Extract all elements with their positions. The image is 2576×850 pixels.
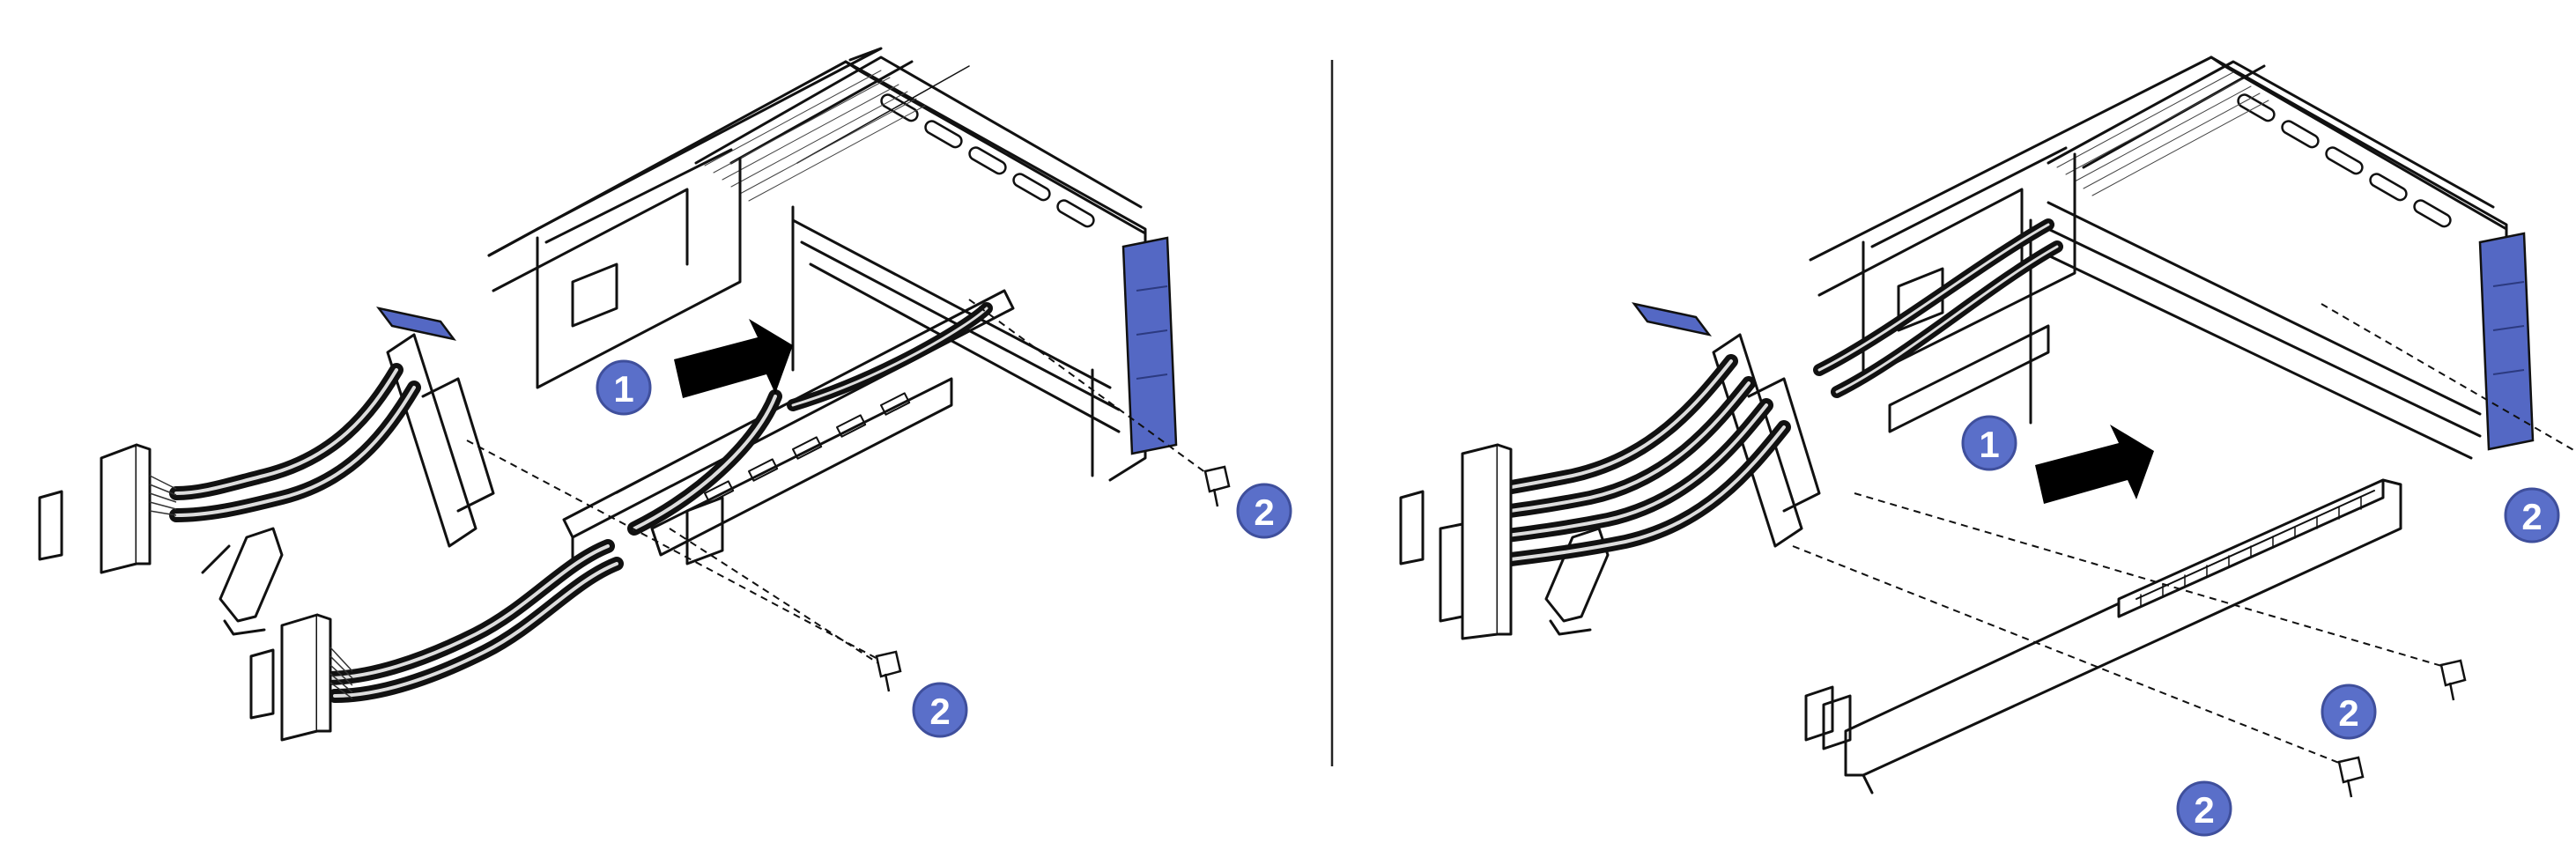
direction-arrow (674, 319, 793, 398)
cable-connector-small (1399, 490, 1425, 565)
release-lever (1544, 527, 1610, 623)
cable-connector-large (1461, 443, 1499, 640)
callout-2-front: 2 (912, 682, 968, 738)
cable-connector-lower-small (249, 648, 275, 720)
riser-cage-remove-card-bracket-drawing: 1 2 2 2 (1399, 55, 2576, 837)
right-illustration: 1 2 2 2 (1344, 0, 2576, 850)
cable-bundle-lower (319, 302, 993, 703)
direction-arrow (2035, 425, 2154, 504)
callout-2-middle: 2 (2321, 684, 2377, 740)
blue-latch-top (375, 307, 457, 341)
svg-text:1: 1 (1979, 424, 1999, 465)
screw-bottom (2337, 756, 2365, 798)
callout-1: 1 (596, 359, 652, 416)
riser-cage-frame (487, 60, 1147, 482)
svg-text:2: 2 (2521, 496, 2542, 537)
blue-latch-top (1631, 302, 1713, 336)
release-lever (218, 527, 284, 623)
panel-divider (1330, 60, 1334, 766)
cable-connector-lower-large (280, 613, 319, 742)
riser-cage-frame (1809, 55, 2508, 447)
cable-bundle-upper (169, 363, 421, 522)
callout-2-right: 2 (1236, 483, 1292, 539)
svg-text:1: 1 (613, 368, 633, 410)
callout-2-bottom: 2 (2176, 780, 2232, 837)
svg-text:2: 2 (2338, 692, 2358, 734)
screw-right (1203, 465, 1231, 507)
riser-bracket-left (536, 157, 742, 389)
svg-text:2: 2 (2194, 789, 2214, 831)
screw-guide-lines (1792, 303, 2576, 767)
cable-bundle (1469, 218, 2063, 566)
blue-latch-right (2478, 232, 2535, 451)
left-illustration: 1 2 2 (38, 47, 1292, 742)
svg-text:2: 2 (929, 691, 950, 732)
blue-latch-right (1121, 236, 1178, 455)
cable-connector-upper-large (100, 443, 138, 574)
callout-1: 1 (1961, 415, 2017, 471)
screw-front (875, 650, 902, 692)
screw-guide-lines (466, 299, 1217, 666)
cable-connector-upper-small (38, 490, 63, 561)
svg-text:2: 2 (1254, 492, 1274, 533)
screw-middle (2439, 659, 2467, 701)
riser-cage-remove-cabled-card-drawing: 1 2 2 (38, 47, 1292, 742)
callout-2-right: 2 (2504, 487, 2560, 543)
